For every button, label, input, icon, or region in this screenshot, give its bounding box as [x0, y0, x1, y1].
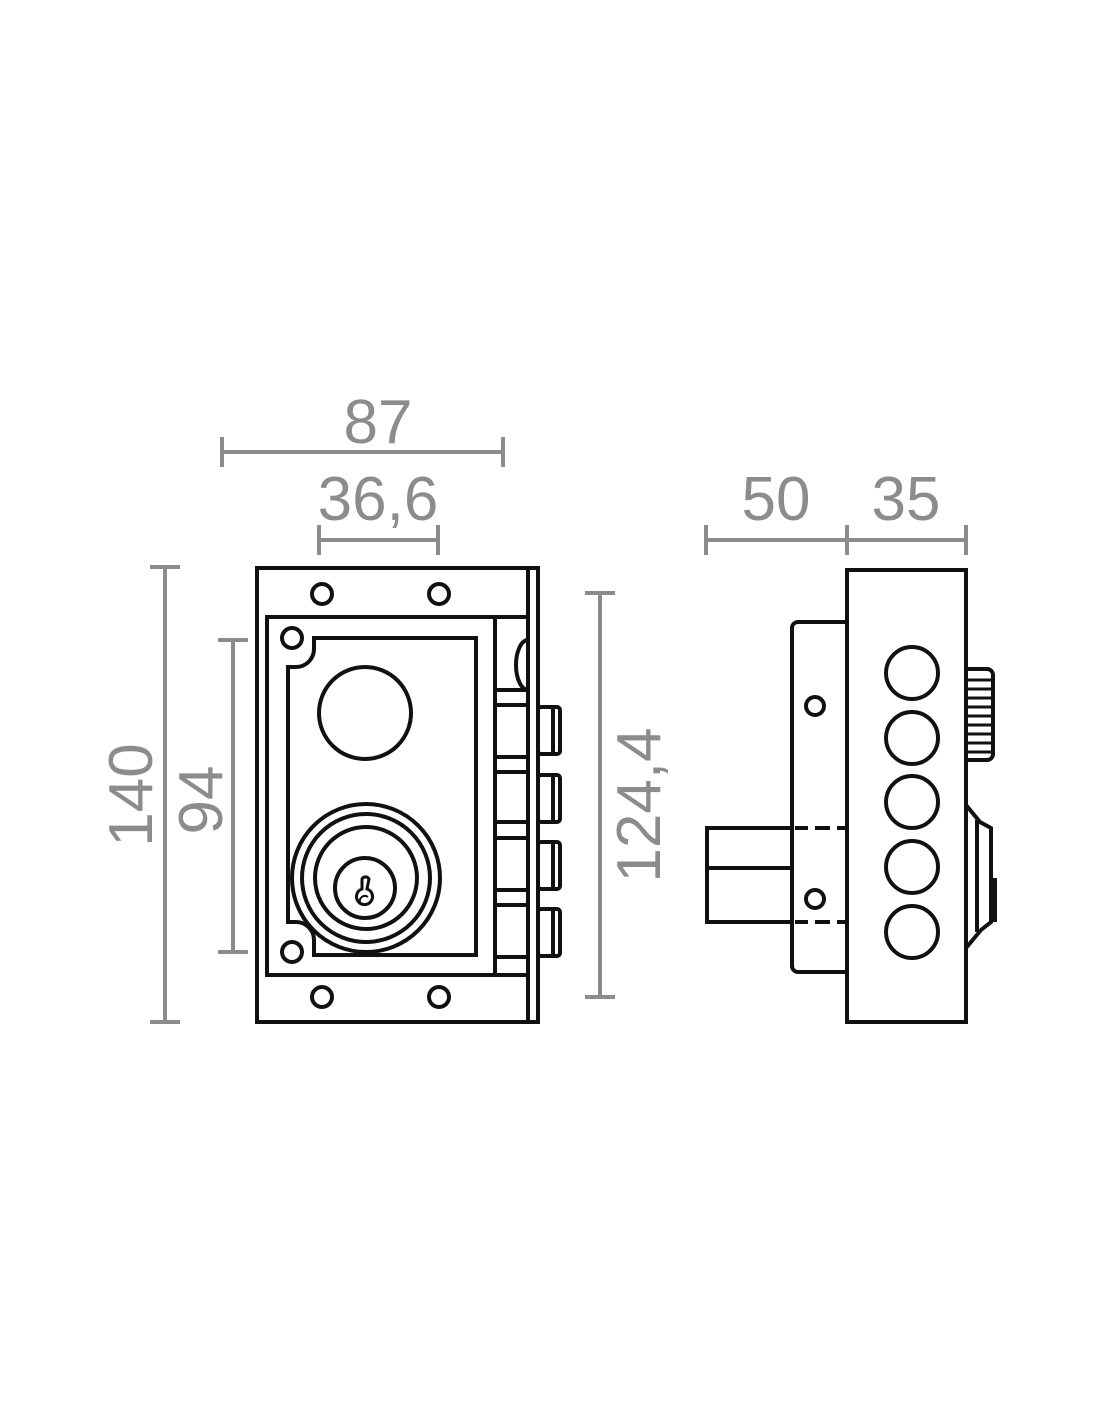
bolt-side [705, 826, 847, 924]
bolt-hole [884, 904, 940, 960]
dimension-label-140: 140 [97, 743, 166, 846]
dimension-87: 87 [220, 388, 505, 467]
bolt-hole [884, 645, 940, 701]
dimension-label-94: 94 [167, 766, 236, 835]
bolt-hole [884, 774, 940, 830]
bolt [536, 705, 562, 756]
screw-hole [804, 888, 826, 910]
screw-hole [804, 695, 826, 717]
knob-hole [317, 665, 413, 761]
lock-side-view [705, 568, 997, 1024]
dimension-label-36-6: 36,6 [318, 465, 439, 534]
cylinder-profile [964, 803, 997, 950]
dimension-label-35: 35 [872, 465, 941, 534]
bolt [536, 840, 562, 891]
screw-hole [280, 626, 304, 650]
screw-hole [427, 582, 451, 606]
dimension-label-50: 50 [742, 465, 811, 534]
screw-hole [280, 940, 304, 964]
dimension-label-87: 87 [344, 388, 413, 457]
knurled-knob [966, 667, 995, 762]
lock-front-view [255, 566, 562, 1024]
bolt-hole [884, 839, 940, 895]
bolt [536, 773, 562, 824]
dimension-94: 94 [167, 638, 248, 954]
dimension-124-4: 124,4 [585, 591, 674, 999]
key-cylinder [290, 802, 442, 954]
dimension-label-124-4: 124,4 [605, 727, 674, 882]
bolt-hole [884, 710, 940, 766]
screw-hole [310, 582, 334, 606]
keyhole-icon [355, 875, 374, 907]
screw-hole [310, 985, 334, 1009]
dimension-140: 140 [97, 565, 180, 1024]
dimension-36-6: 36,6 [317, 465, 440, 555]
bolt [536, 907, 562, 958]
dimension-50-35: 50 35 [704, 465, 968, 555]
screw-hole [427, 985, 451, 1009]
